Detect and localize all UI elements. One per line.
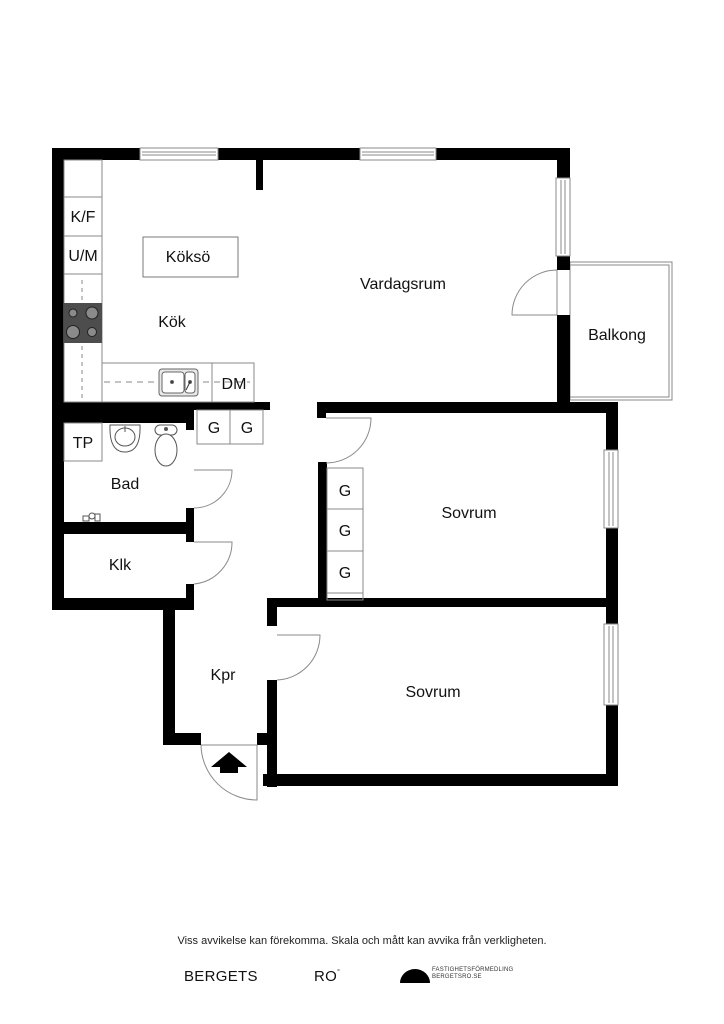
label-wardrobe: G xyxy=(339,565,351,582)
label-wardrobe: G xyxy=(208,420,220,437)
walls xyxy=(52,148,618,787)
bathroom-fixtures xyxy=(63,422,103,462)
toilet-icon xyxy=(154,424,178,467)
label-balcony: Balkong xyxy=(588,327,646,344)
label-bathroom: Bad xyxy=(111,476,139,493)
brand-word-left: BERGETS xyxy=(184,968,258,985)
doors xyxy=(193,269,558,801)
stove-icon xyxy=(64,303,102,343)
agency-line-1: FASTIGHETSFÖRMEDLING xyxy=(432,967,514,973)
label-living-room: Vardagsrum xyxy=(360,276,446,293)
agency-text: FASTIGHETSFÖRMEDLING BERGETSRO.SE xyxy=(432,967,513,981)
label-wardrobe: G xyxy=(241,420,253,437)
wash-basin-icon xyxy=(109,424,141,453)
label-wardrobe: G xyxy=(339,523,351,540)
bedroom-wardrobes xyxy=(326,467,364,601)
shower-tap-icon xyxy=(82,512,101,522)
brand-word-right-text: RO xyxy=(314,968,338,985)
label-closet: Klk xyxy=(109,557,132,574)
brand-word-right: RO° xyxy=(314,968,340,985)
entrance-arrow-icon xyxy=(211,752,247,773)
kitchen-counters xyxy=(63,159,255,403)
label-fridge-freezer: K/F xyxy=(71,209,96,226)
label-bedroom-1: Sovrum xyxy=(441,505,496,522)
label-bedroom-2: Sovrum xyxy=(405,684,460,701)
disclaimer-text: Viss avvikelse kan förekomma. Skala och … xyxy=(177,935,547,947)
hallway-wardrobes xyxy=(196,409,264,445)
agency-logo-icon xyxy=(400,969,430,983)
label-kitchen: Kök xyxy=(158,314,187,331)
windows xyxy=(139,147,619,706)
room-labels: Köksö Kök Vardagsrum Balkong Bad Klk Kpr… xyxy=(109,249,646,701)
label-hallway: Kpr xyxy=(211,667,237,684)
label-washer-dryer: TP xyxy=(73,435,93,452)
label-wardrobe: G xyxy=(339,483,351,500)
label-dishwasher: DM xyxy=(222,376,247,393)
brand-mark: ° xyxy=(337,969,341,976)
kitchen-sink-icon xyxy=(158,368,199,397)
label-oven-microwave: U/M xyxy=(68,248,97,265)
label-kitchen-island: Köksö xyxy=(166,249,211,266)
agency-line-2: BERGETSRO.SE xyxy=(432,974,482,980)
fixture-labels: K/F U/M DM TP G G G G G xyxy=(68,209,351,582)
